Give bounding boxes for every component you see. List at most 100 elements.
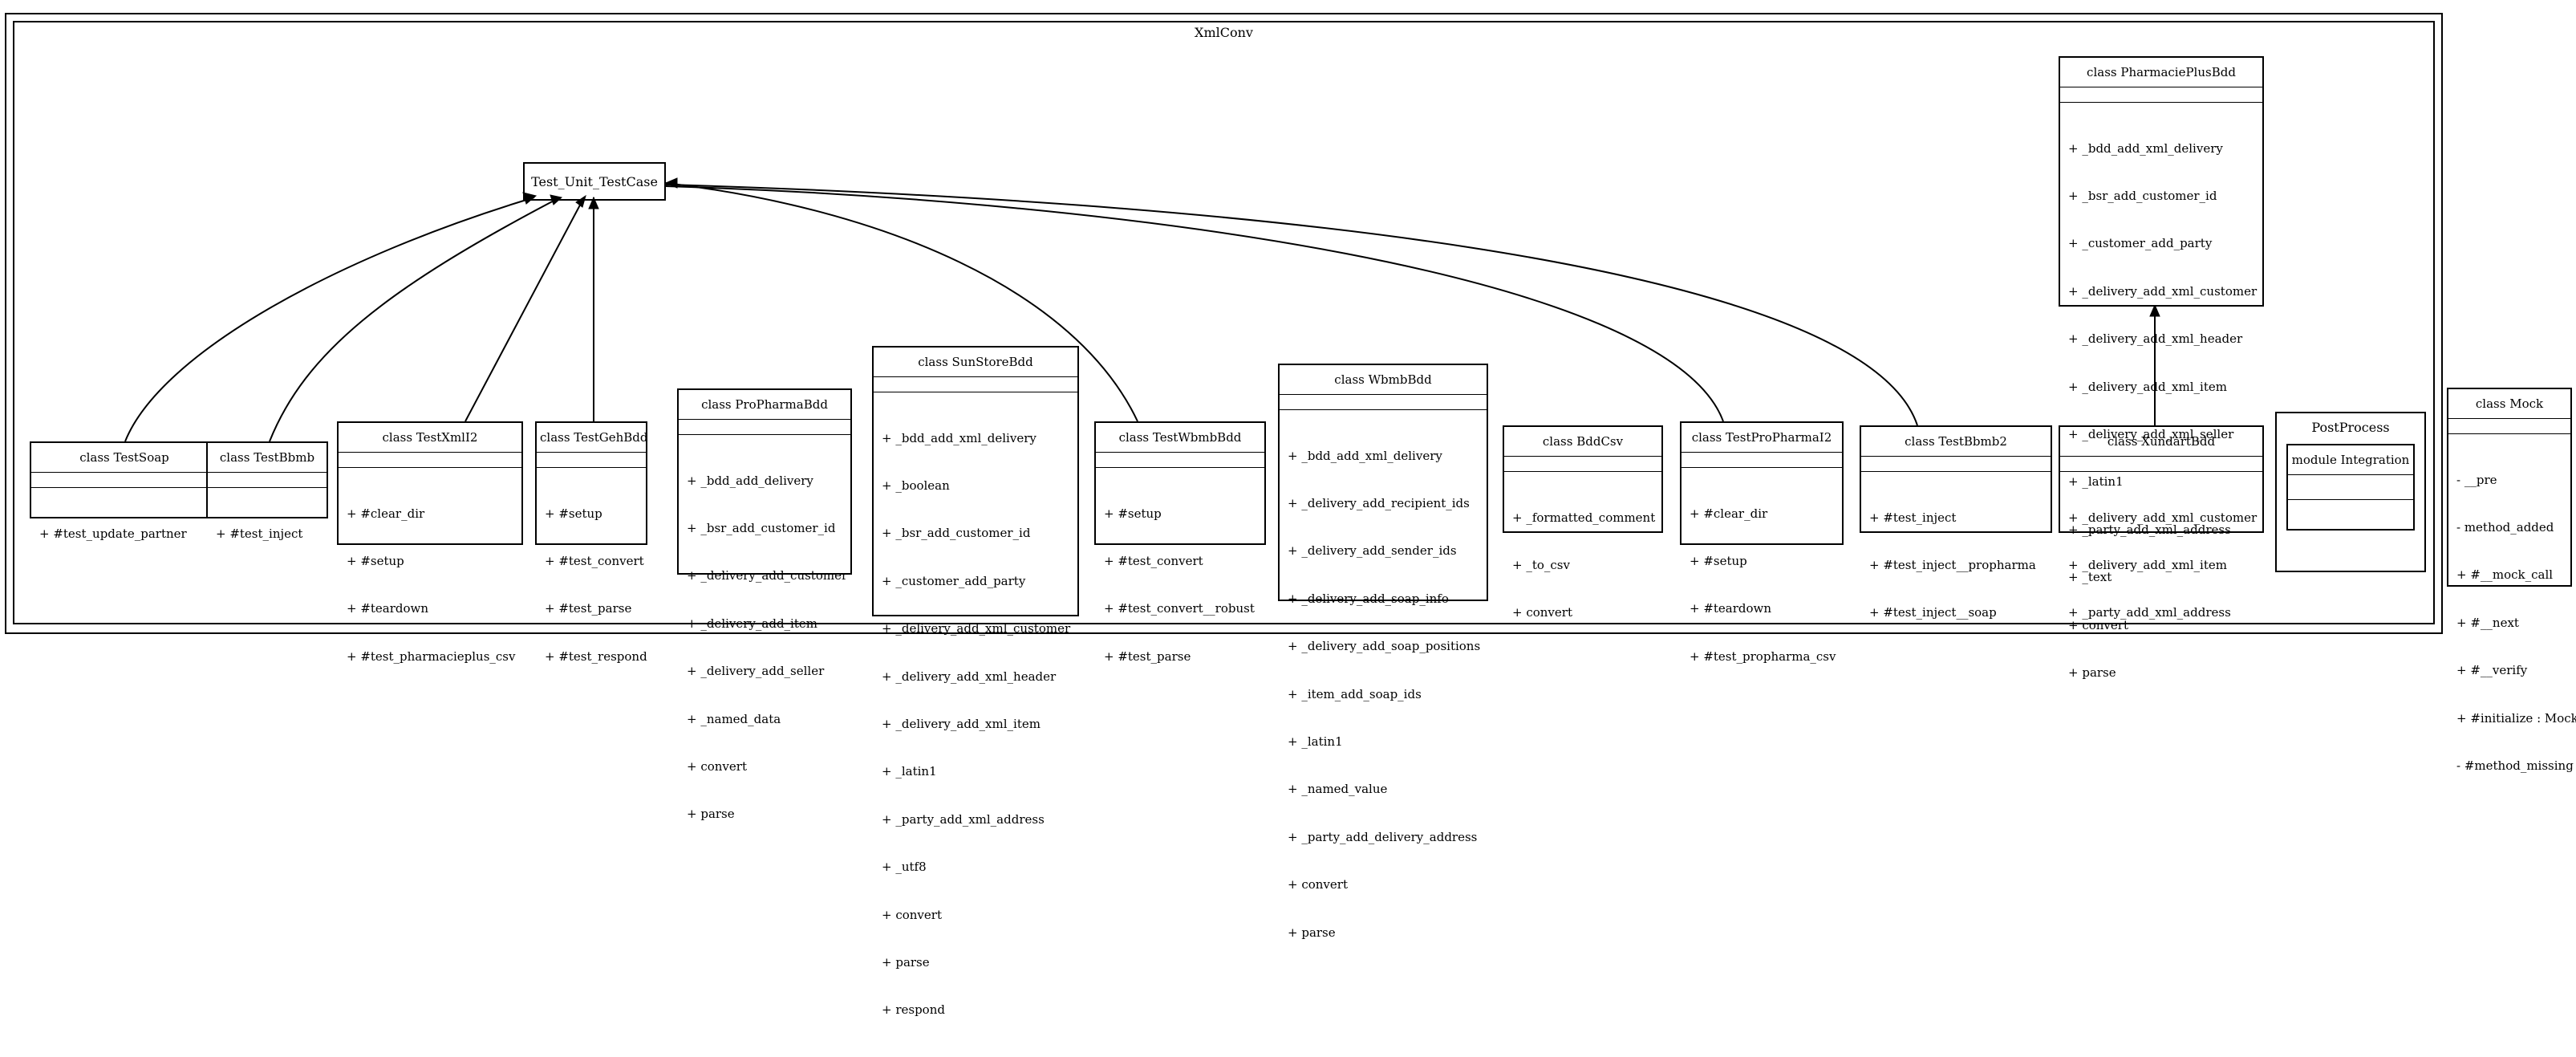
method: + _text xyxy=(2068,570,2112,585)
methods-section: + #setup + #test_convert + #test_convert… xyxy=(1096,468,1264,703)
method: + _bdd_add_xml_delivery xyxy=(2068,140,2223,156)
method: + _named_data xyxy=(687,711,781,726)
method: + #test_inject__soap xyxy=(1869,605,1997,620)
method: + #setup xyxy=(545,506,602,521)
class-mock[interactable]: class Mock - __pre - method_added + #__m… xyxy=(2447,388,2576,773)
class-bdd-csv[interactable]: class BddCsv + _formatted_comment + _to_… xyxy=(1503,425,1663,620)
method: + #__mock_call xyxy=(2456,567,2554,583)
methods-section: - __pre - method_added + #__mock_call + … xyxy=(2448,434,2576,812)
method: + parse xyxy=(687,807,735,822)
method: + convert xyxy=(687,758,747,774)
methods-section xyxy=(2288,500,2413,529)
class-xundart-bdd[interactable]: class XundartBdd + _delivery_add_xml_cus… xyxy=(2059,425,2264,620)
method: + _delivery_add_soap_positions xyxy=(1288,639,1481,654)
class-title: class TestSoap xyxy=(31,443,217,473)
method: + #test_inject xyxy=(216,526,303,541)
method: + #test_respond xyxy=(545,648,647,664)
class-wbmb-bdd[interactable]: class WbmbBdd + _bdd_add_xml_delivery + … xyxy=(1278,364,1488,940)
attributes-section xyxy=(2060,87,2262,103)
method: + _party_add_delivery_address xyxy=(1288,829,1478,844)
class-title: class TestWbmbBdd xyxy=(1096,423,1264,453)
method: + #clear_dir xyxy=(347,506,425,521)
method: + _delivery_add_sender_ids xyxy=(1288,543,1457,559)
class-test-wbmb-bdd[interactable]: class TestWbmbBdd + #setup + #test_conve… xyxy=(1094,421,1266,664)
method: + #test_parse xyxy=(545,601,632,616)
method: + #test_pharmacieplus_csv xyxy=(347,648,516,664)
method: + _delivery_add_xml_header xyxy=(882,669,1057,684)
class-test-soap[interactable]: class TestSoap + #test_update_partner xyxy=(30,441,219,541)
class-pharmacie-plus-bdd[interactable]: class PharmaciePlusBdd + _bdd_add_xml_de… xyxy=(2059,56,2264,680)
module-title: module Integration xyxy=(2288,445,2413,475)
method: + #setup xyxy=(1104,506,1162,521)
class-title: class ProPharmaBdd xyxy=(679,390,850,420)
attributes-section xyxy=(1280,395,1487,410)
method: + _to_csv xyxy=(1512,557,1570,572)
method: + _delivery_add_soap_info xyxy=(1288,591,1449,606)
attributes-section xyxy=(2448,419,2570,434)
method: + #test_convert xyxy=(545,553,644,568)
method: + #test_inject xyxy=(1869,510,1957,525)
methods-section: + _bdd_add_xml_delivery + _bsr_add_custo… xyxy=(2060,103,2262,719)
attributes-section xyxy=(2060,457,2262,472)
method: + _delivery_add_xml_header xyxy=(2068,331,2243,347)
class-title: class SunStoreBdd xyxy=(874,348,1077,377)
class-test-pro-pharma-l2[interactable]: class TestProPharmaI2 + #clear_dir + #se… xyxy=(1680,421,1844,664)
class-title: class TestXmlI2 xyxy=(339,423,521,453)
method: + _delivery_add_xml_customer xyxy=(2068,283,2258,299)
method: + convert xyxy=(882,907,942,922)
method: + _bdd_add_xml_delivery xyxy=(1288,448,1442,463)
method: + _boolean xyxy=(882,478,950,493)
methods-section: + _bdd_add_xml_delivery + _boolean + _bs… xyxy=(874,392,1077,1057)
method: + convert xyxy=(1288,877,1348,892)
method: + parse xyxy=(2068,665,2116,680)
arrowhead-5 xyxy=(664,177,678,189)
method: + parse xyxy=(1288,925,1336,940)
method: + _named_value xyxy=(1288,782,1388,797)
method: + #test_convert xyxy=(1104,553,1203,568)
method: + _latin1 xyxy=(1288,734,1343,749)
edge-testbbmb xyxy=(269,197,561,442)
method: + _delivery_add_xml_item xyxy=(2068,557,2227,572)
method: + _delivery_add_xml_customer xyxy=(882,621,1071,636)
class-title: class TestGehBdd xyxy=(537,423,648,453)
class-title: class PharmaciePlusBdd xyxy=(2060,58,2262,87)
attributes-section xyxy=(208,473,327,488)
methods-section: + _bdd_add_delivery + _bsr_add_customer_… xyxy=(679,435,850,861)
method: + _formatted_comment xyxy=(1512,510,1656,525)
class-test-bbmb2[interactable]: class TestBbmb2 + #test_inject + #test_i… xyxy=(1860,425,2052,620)
method: + _bsr_add_customer_id xyxy=(2068,188,2217,203)
methods-section: + #setup + #test_convert + #test_parse +… xyxy=(537,468,647,703)
method: + _item_add_soap_ids xyxy=(1288,686,1422,701)
inheritance-edges xyxy=(124,177,2160,442)
class-title: class WbmbBdd xyxy=(1280,365,1487,395)
class-sun-store-bdd[interactable]: class SunStoreBdd + _bdd_add_xml_deliver… xyxy=(872,346,1079,1017)
module-integration[interactable]: module Integration xyxy=(2286,444,2415,531)
edge-testsoap xyxy=(124,197,535,442)
method: + #test_parse xyxy=(1104,648,1191,664)
method: + _delivery_add_customer xyxy=(687,568,848,583)
method: + _delivery_add_xml_item xyxy=(882,716,1041,731)
arrowhead-1 xyxy=(522,192,538,205)
method: + _customer_add_party xyxy=(2068,236,2213,251)
arrowhead-2 xyxy=(550,194,563,205)
class-pro-pharma-bdd[interactable]: class ProPharmaBdd + _bdd_add_delivery +… xyxy=(677,388,852,821)
method: - __pre xyxy=(2456,472,2497,487)
attributes-section xyxy=(2288,475,2413,500)
attributes-section xyxy=(874,377,1077,392)
edge-testpropharmal2 xyxy=(665,185,1724,422)
attributes-section xyxy=(1861,457,2051,472)
method: + #teardown xyxy=(347,601,429,616)
class-test-xml-l2[interactable]: class TestXmlI2 + #clear_dir + #setup + … xyxy=(337,421,523,664)
method: + _latin1 xyxy=(2068,474,2124,490)
package-postprocess[interactable]: PostProcess module Integration xyxy=(2275,412,2426,572)
method: - #method_missing xyxy=(2456,758,2574,773)
method: + _bsr_add_customer_id xyxy=(882,526,1031,541)
method: + _party_add_xml_address xyxy=(2068,605,2231,620)
attributes-section xyxy=(1504,457,1661,472)
class-test-bbmb[interactable]: class TestBbmb + #test_inject xyxy=(206,441,328,541)
class-test-unit-testcase[interactable]: Test_Unit_TestCase xyxy=(523,162,666,201)
base-class-label: Test_Unit_TestCase xyxy=(531,173,658,189)
methods-section: + #clear_dir + #setup + #teardown + #tes… xyxy=(339,468,521,703)
class-test-geh-bdd[interactable]: class TestGehBdd + #setup + #test_conver… xyxy=(535,421,648,664)
edge-testbbmb2 xyxy=(665,184,1918,426)
